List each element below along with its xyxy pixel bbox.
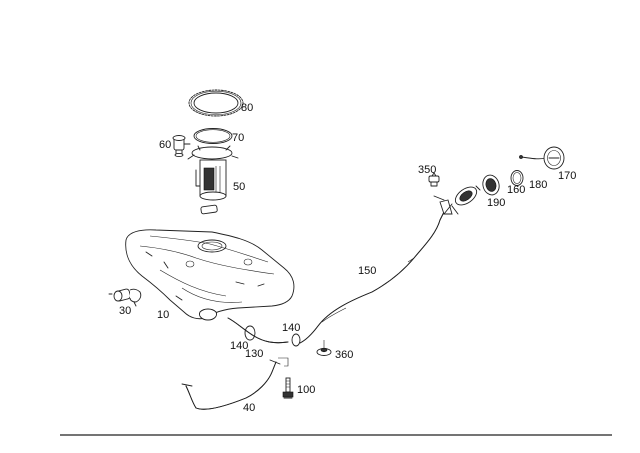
label-30: 30	[119, 305, 131, 317]
label-80: 80	[241, 102, 253, 114]
filler-housing[interactable]	[451, 183, 481, 215]
label-100: 100	[297, 384, 315, 396]
label-180: 180	[529, 179, 547, 191]
label-140-left: 140	[230, 340, 248, 352]
label-50: 50	[233, 181, 245, 193]
part-140-hose-clamp-right[interactable]	[291, 333, 301, 347]
part-30-vent-valve[interactable]	[108, 288, 142, 307]
part-80-gasket-ring[interactable]	[188, 89, 244, 117]
part-170-fuel-cap[interactable]	[543, 146, 565, 170]
part-130-connecting-hose[interactable]	[227, 317, 289, 344]
label-60: 60	[159, 139, 171, 151]
part-10-fuel-tank[interactable]	[125, 229, 295, 321]
part-60-valve-fitting[interactable]	[172, 135, 191, 158]
part-180-tether-strap[interactable]	[519, 155, 547, 160]
part-40-tank-strap[interactable]	[181, 357, 289, 410]
part-70-o-ring[interactable]	[193, 128, 233, 144]
label-70: 70	[232, 132, 244, 144]
label-150: 150	[358, 265, 376, 277]
part-50-fuel-pump-module[interactable]	[187, 145, 239, 215]
part-140-hose-clamp-left[interactable]	[244, 325, 256, 341]
label-140-right: 140	[282, 322, 300, 334]
part-350-valve[interactable]	[428, 172, 440, 187]
label-170: 170	[558, 170, 576, 182]
label-40: 40	[243, 402, 255, 414]
label-130: 130	[245, 348, 263, 360]
part-190-seal-ring[interactable]	[481, 173, 502, 196]
part-160-ring[interactable]	[510, 170, 524, 186]
label-360: 360	[335, 349, 353, 361]
label-160: 160	[507, 184, 525, 196]
label-350: 350	[418, 164, 436, 176]
part-360-grommet[interactable]	[316, 340, 332, 356]
label-190: 190	[487, 197, 505, 209]
label-10: 10	[157, 309, 169, 321]
part-150-filler-pipe[interactable]	[299, 195, 453, 344]
part-100-bolt[interactable]	[282, 377, 294, 399]
